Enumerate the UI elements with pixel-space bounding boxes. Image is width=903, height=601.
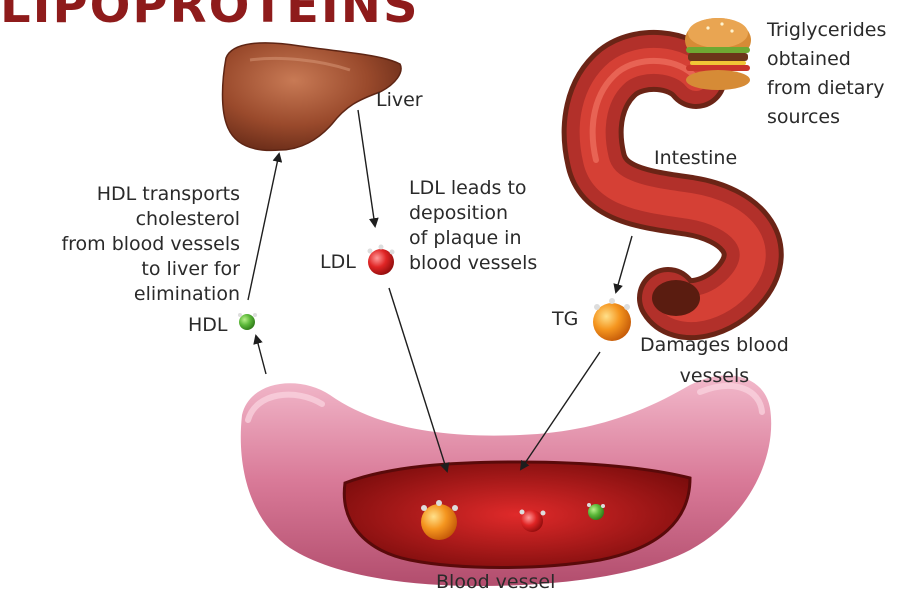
ldl-label: LDL xyxy=(320,250,356,275)
blood-vessel-label: Blood vessel xyxy=(436,570,555,595)
arrow-liver-to-ldl xyxy=(358,110,375,226)
arrow-intestine-to-tg xyxy=(616,236,632,292)
hdl-label: HDL xyxy=(188,313,228,338)
arrow-vessel-to-hdl xyxy=(256,336,266,374)
triglyceride-source-label: Triglycerides obtained from dietary sour… xyxy=(767,16,886,132)
intestine-illustration xyxy=(593,61,753,316)
liver-illustration xyxy=(223,43,402,150)
hdl-description: HDL transports cholesterol from blood ve… xyxy=(48,182,240,307)
ldl-particle xyxy=(368,245,395,276)
ldl-description: LDL leads to deposition of plaque in blo… xyxy=(409,176,537,276)
liver-label: Liver xyxy=(376,88,423,113)
tg-description: Damages blood vessels xyxy=(640,330,789,392)
hdl-particle xyxy=(238,313,257,330)
intestine-label: Intestine xyxy=(654,146,737,171)
tg-label: TG xyxy=(552,307,578,332)
burger-icon xyxy=(685,18,751,90)
arrow-hdl-to-liver xyxy=(248,154,279,300)
tg-particle xyxy=(593,298,631,341)
blood-vessel-illustration xyxy=(241,375,771,586)
